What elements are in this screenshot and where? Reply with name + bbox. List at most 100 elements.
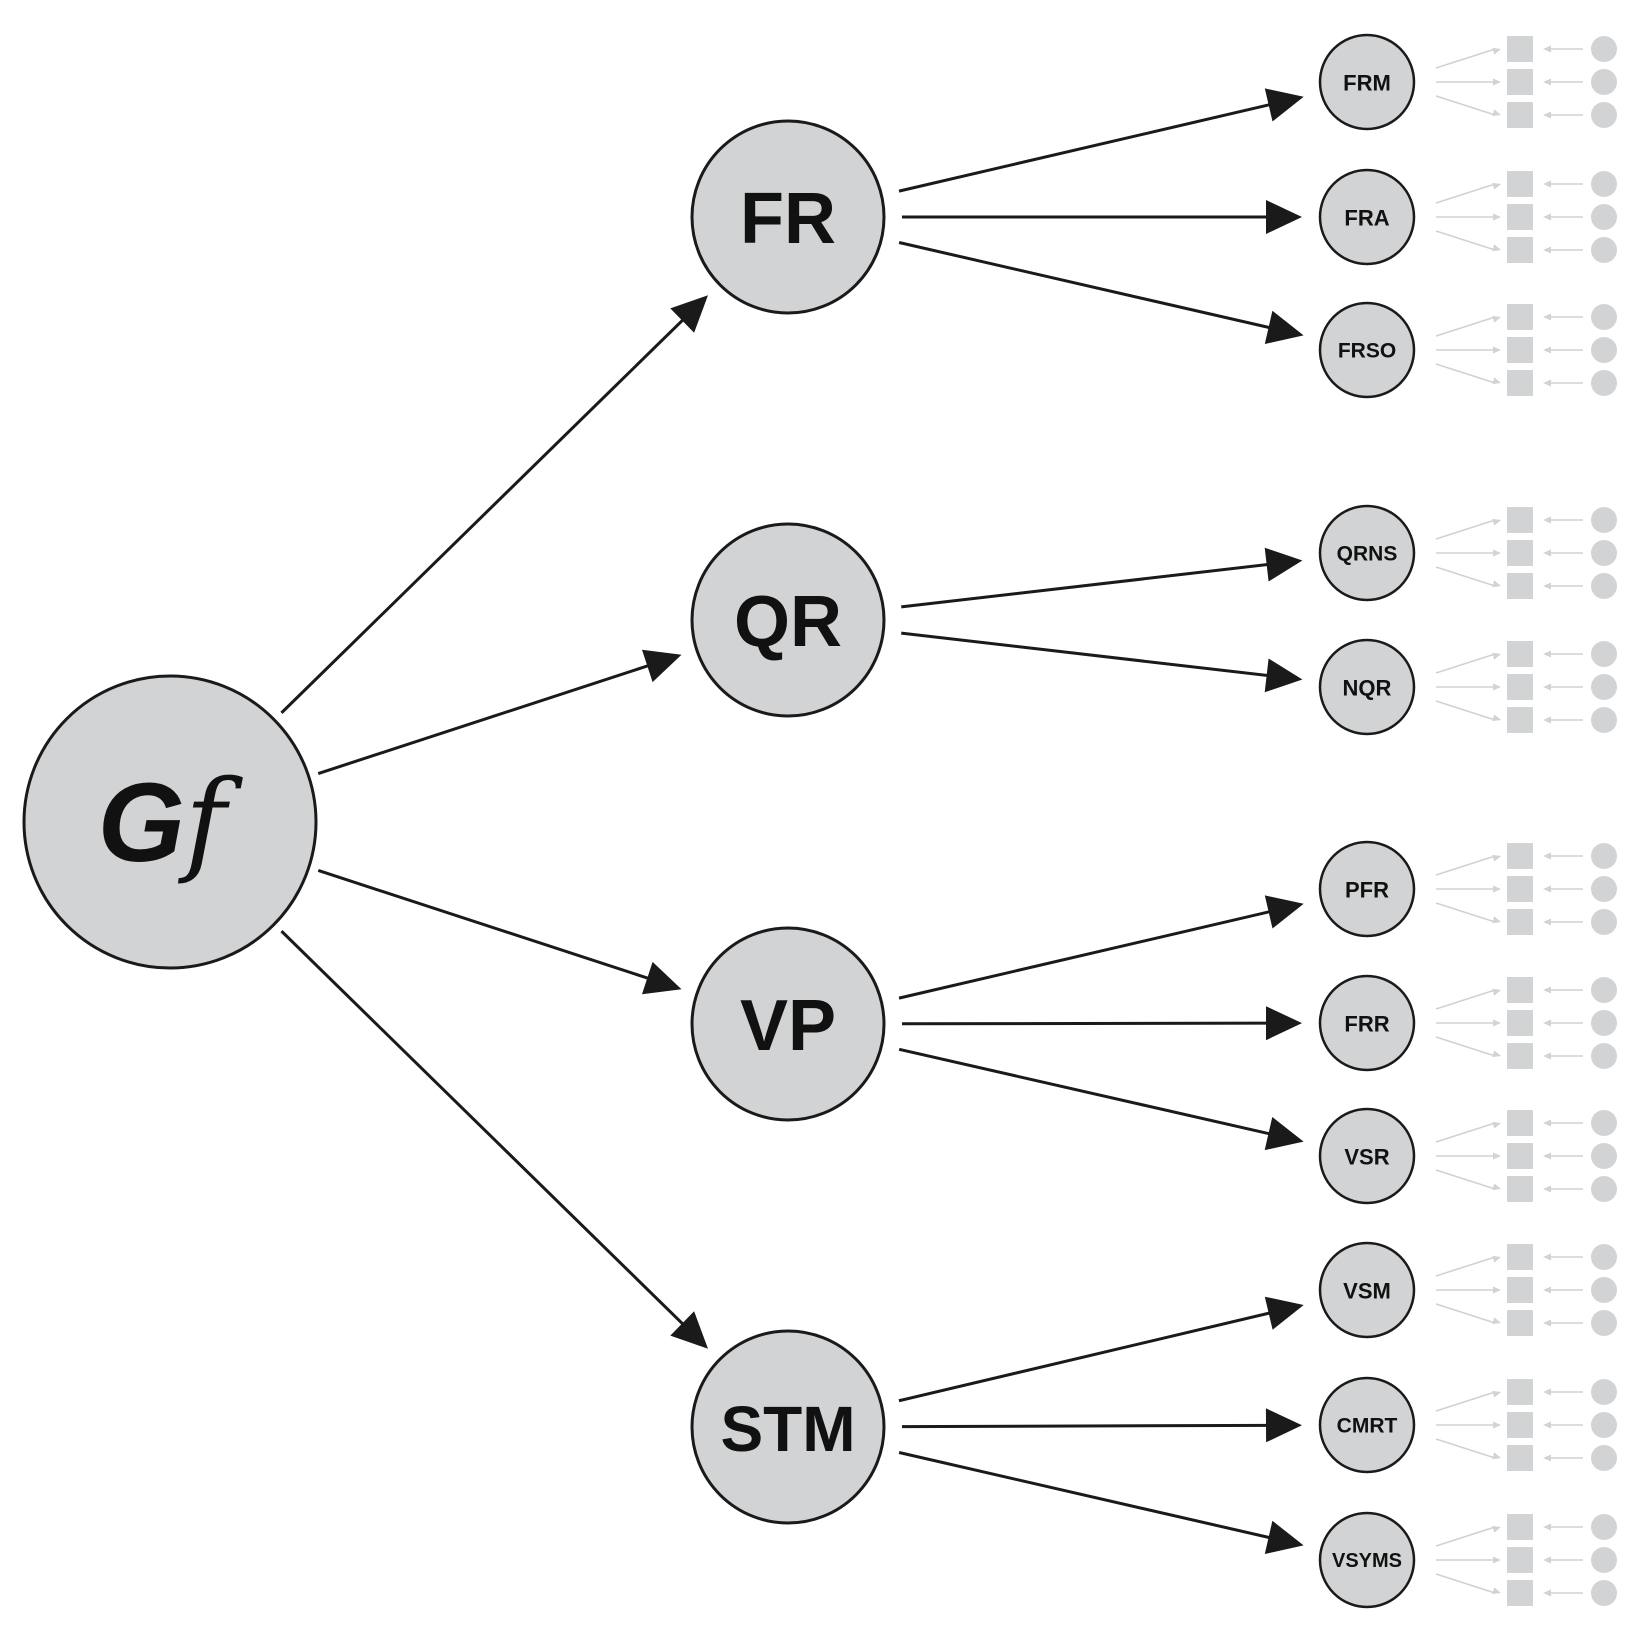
subfactor-label-pfr: PFR bbox=[1345, 878, 1389, 903]
indicator-square bbox=[1507, 573, 1533, 599]
indicator-square bbox=[1507, 540, 1533, 566]
error-arrowhead bbox=[1543, 45, 1551, 53]
error-term-dot bbox=[1591, 204, 1617, 230]
indicator-loading-arrowhead bbox=[1492, 916, 1501, 924]
error-arrowhead bbox=[1543, 1388, 1551, 1396]
node-layer: GfFRFRMFRAFRSOQRQRNSNQRVPPFRFRRVSRSTMVSM… bbox=[22, 33, 1416, 1609]
subfactor-label-cmrt: CMRT bbox=[1337, 1415, 1398, 1438]
error-term-dot bbox=[1591, 876, 1617, 902]
root-label-main: G bbox=[98, 760, 185, 885]
indicator-square bbox=[1507, 1547, 1533, 1573]
indicator-loading-arrowhead bbox=[1493, 885, 1501, 893]
error-arrowhead bbox=[1543, 1319, 1551, 1327]
error-term-dot bbox=[1591, 1043, 1617, 1069]
subfactor-label-nqr: NQR bbox=[1343, 676, 1392, 701]
indicator-square bbox=[1507, 304, 1533, 330]
indicator-loading-arrowhead bbox=[1493, 683, 1501, 691]
subfactor-label-vsm: VSM bbox=[1343, 1279, 1391, 1304]
error-term-dot bbox=[1591, 843, 1617, 869]
edge-fr-to-frso-arrowhead bbox=[1264, 310, 1304, 344]
edge-vp-to-vsr-arrowhead bbox=[1264, 1117, 1304, 1151]
indicator-square bbox=[1507, 69, 1533, 95]
indicator-loading-arrowhead bbox=[1492, 109, 1501, 117]
indicator-loading-line bbox=[1435, 1256, 1496, 1277]
indicator-loading-line bbox=[1435, 95, 1496, 116]
indicator-square bbox=[1507, 204, 1533, 230]
indicator-loading-arrowhead bbox=[1492, 1452, 1501, 1460]
error-term-dot bbox=[1591, 1580, 1617, 1606]
indicator-square bbox=[1507, 1310, 1533, 1336]
indicator-loading-arrowhead bbox=[1492, 47, 1501, 55]
indicator-loading-arrowhead bbox=[1492, 1121, 1501, 1129]
indicator-loading-line bbox=[1435, 902, 1496, 923]
error-term-dot bbox=[1591, 370, 1617, 396]
edge-qr-to-nqr-shaft bbox=[901, 631, 1277, 679]
error-arrowhead bbox=[1543, 1152, 1551, 1160]
edge-gf-to-vp-arrowhead bbox=[642, 961, 682, 995]
factor-label-stm: STM bbox=[720, 1393, 855, 1465]
error-arrowhead bbox=[1543, 852, 1551, 860]
factor-node-stm bbox=[690, 1329, 886, 1525]
error-arrowhead bbox=[1543, 1556, 1551, 1564]
error-term-dot bbox=[1591, 1176, 1617, 1202]
error-term-dot bbox=[1591, 507, 1617, 533]
error-arrowhead bbox=[1543, 313, 1551, 321]
subfactor-label-qrns: QRNS bbox=[1337, 543, 1398, 566]
indicator-square bbox=[1507, 1176, 1533, 1202]
indicator-square bbox=[1507, 674, 1533, 700]
indicator-loading-line bbox=[1435, 1169, 1496, 1190]
indicator-loading-line bbox=[1435, 519, 1496, 540]
error-term-dot bbox=[1591, 1379, 1617, 1405]
indicator-loading-arrowhead bbox=[1492, 182, 1501, 190]
indicator-loading-line bbox=[1435, 1391, 1496, 1412]
indicator-square bbox=[1507, 977, 1533, 1003]
indicator-square bbox=[1507, 1277, 1533, 1303]
indicator-square bbox=[1507, 1110, 1533, 1136]
subfactor-node-vsr bbox=[1318, 1107, 1416, 1205]
error-arrowhead bbox=[1543, 986, 1551, 994]
factor-node-vp bbox=[690, 926, 886, 1122]
indicator-square bbox=[1507, 1244, 1533, 1270]
error-term-dot bbox=[1591, 1244, 1617, 1270]
indicator-loading-arrowhead bbox=[1493, 1152, 1501, 1160]
error-arrowhead bbox=[1543, 246, 1551, 254]
error-arrowhead bbox=[1543, 78, 1551, 86]
edge-gf-to-stm-arrowhead bbox=[670, 1311, 708, 1349]
factor-label-vp: VP bbox=[740, 986, 836, 1066]
edge-stm-to-vsm-arrowhead bbox=[1264, 1296, 1304, 1330]
error-arrowhead bbox=[1543, 716, 1551, 724]
error-term-dot bbox=[1591, 707, 1617, 733]
error-term-dot bbox=[1591, 540, 1617, 566]
indicator-loading-arrowhead bbox=[1493, 213, 1501, 221]
error-term-dot bbox=[1591, 1310, 1617, 1336]
subfactor-node-frso bbox=[1318, 301, 1416, 399]
error-arrowhead bbox=[1543, 885, 1551, 893]
indicator-loading-line bbox=[1435, 363, 1496, 384]
error-term-dot bbox=[1591, 1445, 1617, 1471]
indicator-loading-line bbox=[1435, 1526, 1496, 1547]
error-arrowhead bbox=[1543, 111, 1551, 119]
error-term-dot bbox=[1591, 641, 1617, 667]
indicator-loading-line bbox=[1435, 1438, 1496, 1459]
edge-vp-to-vsr-shaft bbox=[898, 1047, 1279, 1138]
edge-vp-to-pfr-arrowhead bbox=[1264, 895, 1304, 929]
edge-qr-to-qrns-arrowhead bbox=[1264, 547, 1303, 582]
subfactor-node-qrns bbox=[1318, 504, 1416, 602]
error-arrowhead bbox=[1543, 1019, 1551, 1027]
subfactor-label-frr: FRR bbox=[1344, 1012, 1389, 1037]
error-arrowhead bbox=[1543, 1119, 1551, 1127]
indicator-loading-arrowhead bbox=[1493, 1421, 1501, 1429]
indicator-square bbox=[1507, 1580, 1533, 1606]
error-term-dot bbox=[1591, 1547, 1617, 1573]
edge-vp-to-frr-shaft bbox=[901, 1021, 1277, 1026]
error-arrowhead bbox=[1543, 213, 1551, 221]
indicator-loading-line bbox=[1435, 48, 1496, 69]
indicator-loading-arrowhead bbox=[1492, 1390, 1501, 1398]
indicator-loading-line bbox=[1435, 700, 1496, 721]
factor-label-qr: QR bbox=[734, 582, 842, 662]
subfactor-label-vsyms: VSYMS bbox=[1332, 1550, 1402, 1572]
indicator-square bbox=[1507, 171, 1533, 197]
indicator-loading-arrowhead bbox=[1492, 1587, 1501, 1595]
error-term-dot bbox=[1591, 909, 1617, 935]
